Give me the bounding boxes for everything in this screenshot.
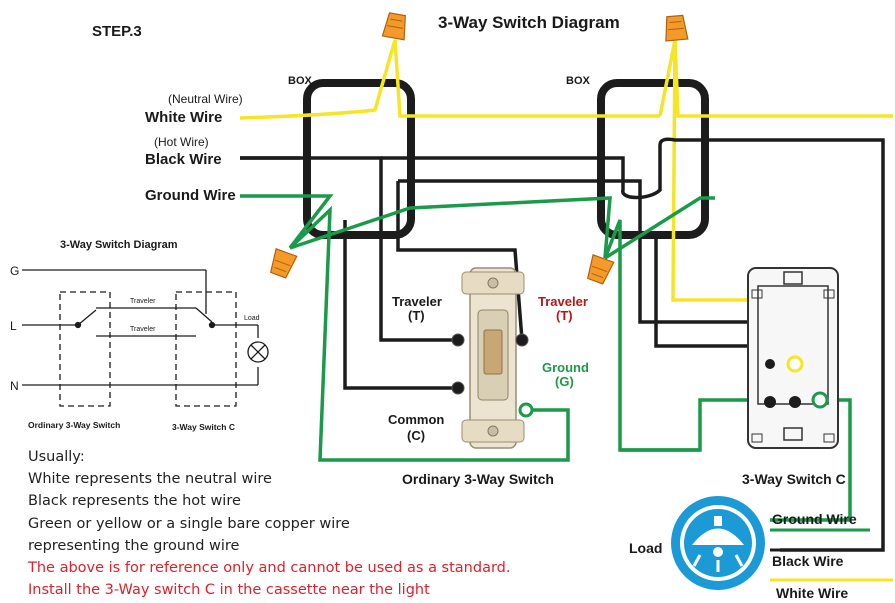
mini-diagram-title: 3-Way Switch Diagram — [60, 239, 178, 251]
black-wire-label: Black Wire — [145, 151, 222, 168]
notes-line-2: Black represents the hot wire — [28, 493, 241, 510]
mini-traveler-top: Traveler — [130, 298, 156, 305]
notes-warning-2: Install the 3-Way switch C in the casset… — [28, 582, 430, 599]
traveler-wire-to-c-2 — [654, 238, 770, 348]
hot-wire-group — [240, 137, 885, 552]
box-left-label: BOX — [288, 75, 313, 87]
mini-switch-right-label: 3-Way Switch C — [172, 422, 235, 432]
notes-usually: Usually: — [28, 449, 85, 465]
box-right-label: BOX — [566, 75, 591, 87]
notes-line-4: representing the ground wire — [28, 537, 240, 554]
black-wire-out — [381, 137, 885, 552]
hot-wire-note: (Hot Wire) — [154, 135, 209, 149]
wire-nut-ground-right — [586, 254, 615, 285]
ordinary-switch-caption: Ordinary 3-Way Switch — [402, 471, 554, 487]
mini-g-label: G — [10, 264, 19, 278]
black-wire-out-label: Black Wire — [772, 553, 844, 569]
mini-switch-left-label: Ordinary 3-Way Switch — [28, 420, 120, 430]
ground-wire-label: Ground Wire — [145, 187, 236, 204]
diagram-title: 3-Way Switch Diagram — [438, 13, 620, 32]
ground-wire-out-label: Ground Wire — [772, 511, 857, 527]
mini-schematic — [22, 269, 269, 407]
ground-wire-between — [289, 196, 612, 259]
notes-line-3: Green or yellow or a single bare copper … — [28, 515, 350, 532]
load-label: Load — [629, 540, 662, 556]
traveler-right-label: Traveler — [538, 294, 588, 309]
ground-wire-to-switch — [288, 205, 570, 462]
common-terminal-c: (C) — [407, 428, 425, 443]
ground-terminal-g: (G) — [555, 374, 574, 389]
traveler-wire-left — [240, 156, 458, 342]
ordinary-switch-illustration — [451, 267, 534, 449]
switch-c-caption: 3-Way Switch C — [742, 471, 846, 487]
mini-l-label: L — [10, 319, 17, 333]
neutral-wire-between — [393, 39, 660, 118]
neutral-wire-group — [239, 39, 893, 364]
ground-wire-in — [240, 194, 334, 250]
common-wire — [343, 290, 458, 390]
wire-nut-ground-left — [269, 248, 298, 279]
notes-line-1: White represents the neutral wire — [28, 471, 272, 488]
step-label: STEP.3 — [92, 23, 142, 40]
mini-traveler-bottom: Traveler — [130, 326, 156, 333]
lamp-icon — [671, 496, 765, 590]
wire-nut-top-right — [665, 14, 689, 42]
neutral-wire-in — [239, 39, 397, 120]
white-wire-label: White Wire — [145, 109, 222, 126]
wire-nut-top-left — [381, 12, 406, 41]
switch-c-illustration — [747, 267, 839, 449]
traveler-left-t: (T) — [408, 308, 425, 323]
ground-terminal-label: Ground — [542, 360, 589, 375]
common-terminal-label: Common — [388, 412, 444, 427]
notes-warning-1: The above is for reference only and cann… — [28, 560, 511, 577]
notes-block: Usually: White represents the neutral wi… — [28, 446, 511, 601]
neutral-wire-note: (Neutral Wire) — [168, 92, 243, 106]
traveler-wire-right-a — [396, 181, 524, 341]
traveler-right-t: (T) — [556, 308, 573, 323]
mini-load-label: Load — [244, 315, 260, 322]
mini-n-label: N — [10, 379, 19, 393]
white-wire-out-label: White Wire — [776, 585, 848, 601]
traveler-left-label: Traveler — [392, 294, 442, 309]
